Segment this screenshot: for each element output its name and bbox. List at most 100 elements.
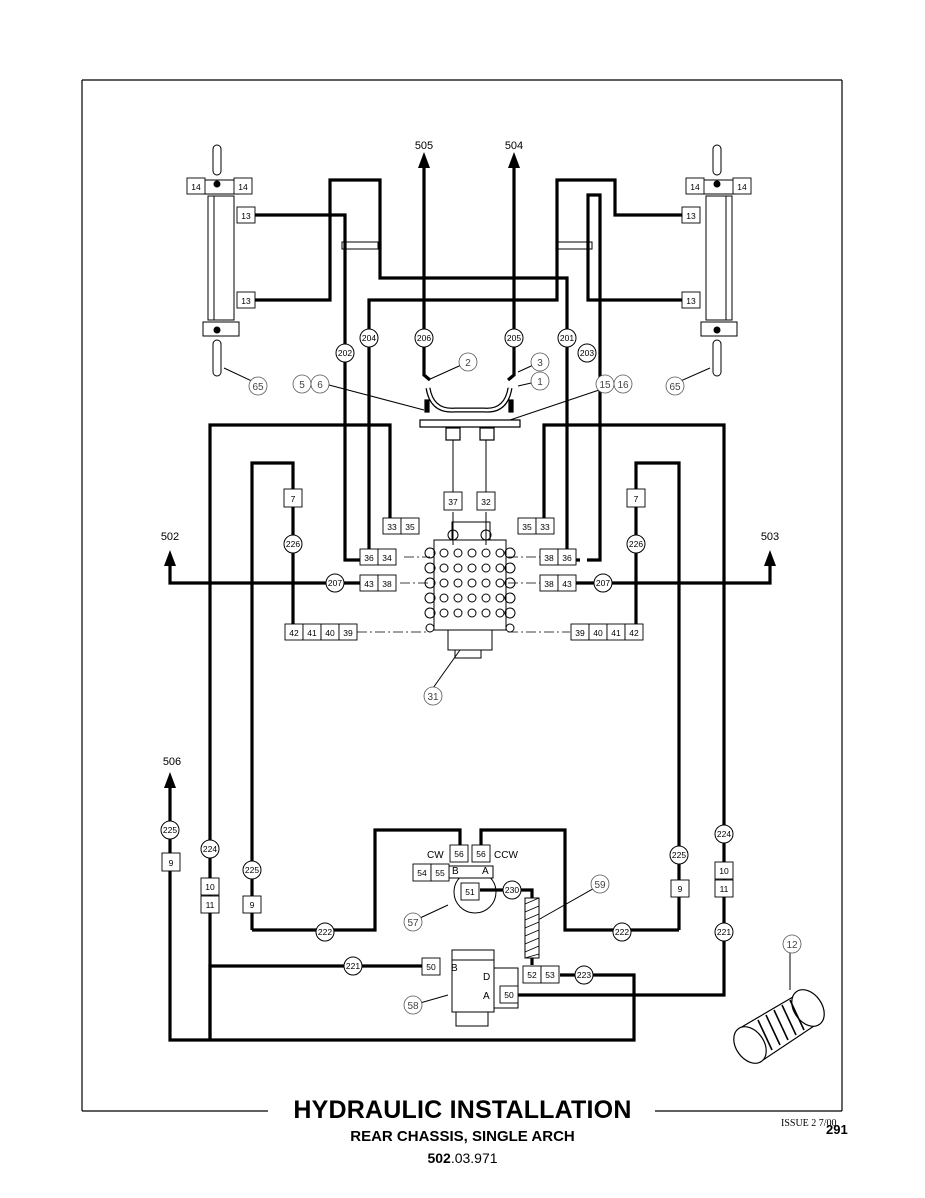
svg-text:223: 223 [577, 970, 591, 980]
svg-text:55: 55 [435, 868, 445, 878]
svg-text:14: 14 [690, 182, 700, 192]
svg-text:1: 1 [537, 377, 543, 388]
callout-201: 201 [557, 328, 577, 348]
svg-text:38: 38 [544, 553, 554, 563]
svg-text:230: 230 [505, 885, 519, 895]
arrow-label-504: 504 [505, 140, 523, 152]
label-ccw: CCW [494, 850, 518, 861]
callout-207-left: 207 [325, 573, 345, 593]
svg-text:51: 51 [465, 887, 475, 897]
part-6: 6 [310, 374, 330, 394]
callout-205: 205 [504, 328, 524, 348]
reference-prefix: 502 [427, 1150, 451, 1166]
callout-225-left: 225 [160, 820, 180, 840]
svg-text:7: 7 [634, 494, 639, 504]
svg-text:7: 7 [291, 494, 296, 504]
svg-text:9: 9 [678, 884, 683, 894]
svg-text:11: 11 [720, 884, 729, 894]
label-valve-b: B [451, 963, 458, 974]
label-motor-b: B [452, 866, 459, 877]
callout-222-right: 222 [612, 922, 632, 942]
callout-225-right: 225 [669, 845, 689, 865]
arrow-label-502: 502 [161, 531, 179, 543]
part-31: 31 [423, 686, 443, 706]
callout-207-right: 207 [593, 573, 613, 593]
svg-text:65: 65 [252, 382, 264, 393]
svg-text:50: 50 [504, 990, 514, 1000]
callout-226-left: 226 [283, 534, 303, 554]
page-title: HYDRAULIC INSTALLATION [293, 1096, 632, 1124]
svg-text:56: 56 [454, 849, 464, 859]
part-2: 2 [458, 352, 478, 372]
port-labels: CW CCW B A B D A [427, 850, 518, 1002]
callout-226-right: 226 [626, 534, 646, 554]
svg-text:41: 41 [307, 628, 317, 638]
svg-text:54: 54 [417, 868, 427, 878]
svg-text:43: 43 [364, 579, 374, 589]
part-15: 15 [595, 374, 615, 394]
svg-text:204: 204 [362, 333, 376, 343]
svg-text:201: 201 [560, 333, 574, 343]
svg-text:34: 34 [382, 553, 392, 563]
svg-text:65: 65 [669, 382, 681, 393]
svg-text:39: 39 [343, 628, 353, 638]
svg-text:9: 9 [169, 858, 174, 868]
part-59: 59 [590, 874, 610, 894]
right-cylinder [555, 144, 738, 377]
svg-text:10: 10 [205, 882, 215, 892]
part-12: 12 [782, 934, 802, 954]
arrow-label-505: 505 [415, 140, 433, 152]
callout-230: 230 [502, 880, 522, 900]
svg-text:35: 35 [522, 522, 532, 532]
svg-text:13: 13 [241, 211, 251, 221]
svg-text:39: 39 [575, 628, 585, 638]
part-callouts: 2 3 1 5 6 15 16 65 65 31 57 59 58 12 [248, 352, 802, 1015]
arrow-heads [164, 152, 776, 788]
part-3: 3 [530, 352, 550, 372]
svg-text:58: 58 [407, 1001, 419, 1012]
svg-text:57: 57 [407, 918, 419, 929]
svg-text:207: 207 [596, 578, 610, 588]
svg-text:38: 38 [544, 579, 554, 589]
svg-text:32: 32 [481, 497, 491, 507]
callout-222-left: 222 [315, 922, 335, 942]
line-callouts: 202 204 206 205 201 203 226 226 207 207 … [160, 328, 734, 985]
svg-text:222: 222 [318, 927, 332, 937]
arrow-labels: 505 504 502 503 506 [161, 140, 779, 768]
svg-text:41: 41 [611, 628, 621, 638]
svg-text:38: 38 [382, 579, 392, 589]
left-cylinder [202, 144, 379, 377]
callout-204: 204 [359, 328, 379, 348]
svg-text:36: 36 [562, 553, 572, 563]
svg-text:221: 221 [717, 927, 731, 937]
svg-text:12: 12 [786, 940, 798, 951]
valve-ports [424, 529, 516, 633]
svg-text:16: 16 [617, 380, 629, 391]
svg-text:14: 14 [737, 182, 747, 192]
label-cw: CW [427, 850, 444, 861]
svg-text:224: 224 [203, 844, 217, 854]
svg-text:40: 40 [593, 628, 603, 638]
svg-text:225: 225 [163, 825, 177, 835]
svg-text:226: 226 [286, 539, 300, 549]
svg-text:6: 6 [317, 380, 323, 391]
callout-224-left: 224 [200, 839, 220, 859]
svg-text:36: 36 [364, 553, 374, 563]
hose-sleeve [733, 989, 825, 1064]
control-valve [424, 521, 516, 659]
svg-text:13: 13 [686, 211, 696, 221]
filter [524, 897, 540, 959]
svg-text:37: 37 [448, 497, 458, 507]
callout-221-right: 221 [714, 922, 734, 942]
svg-text:221: 221 [346, 961, 360, 971]
svg-text:35: 35 [405, 522, 415, 532]
page-subtitle: REAR CHASSIS, SINGLE ARCH [350, 1128, 575, 1145]
svg-text:225: 225 [672, 850, 686, 860]
callout-223: 223 [574, 965, 594, 985]
label-valve-a: A [483, 991, 490, 1002]
svg-text:53: 53 [545, 970, 555, 980]
part-65-right: 65 [665, 376, 685, 396]
svg-text:222: 222 [615, 927, 629, 937]
